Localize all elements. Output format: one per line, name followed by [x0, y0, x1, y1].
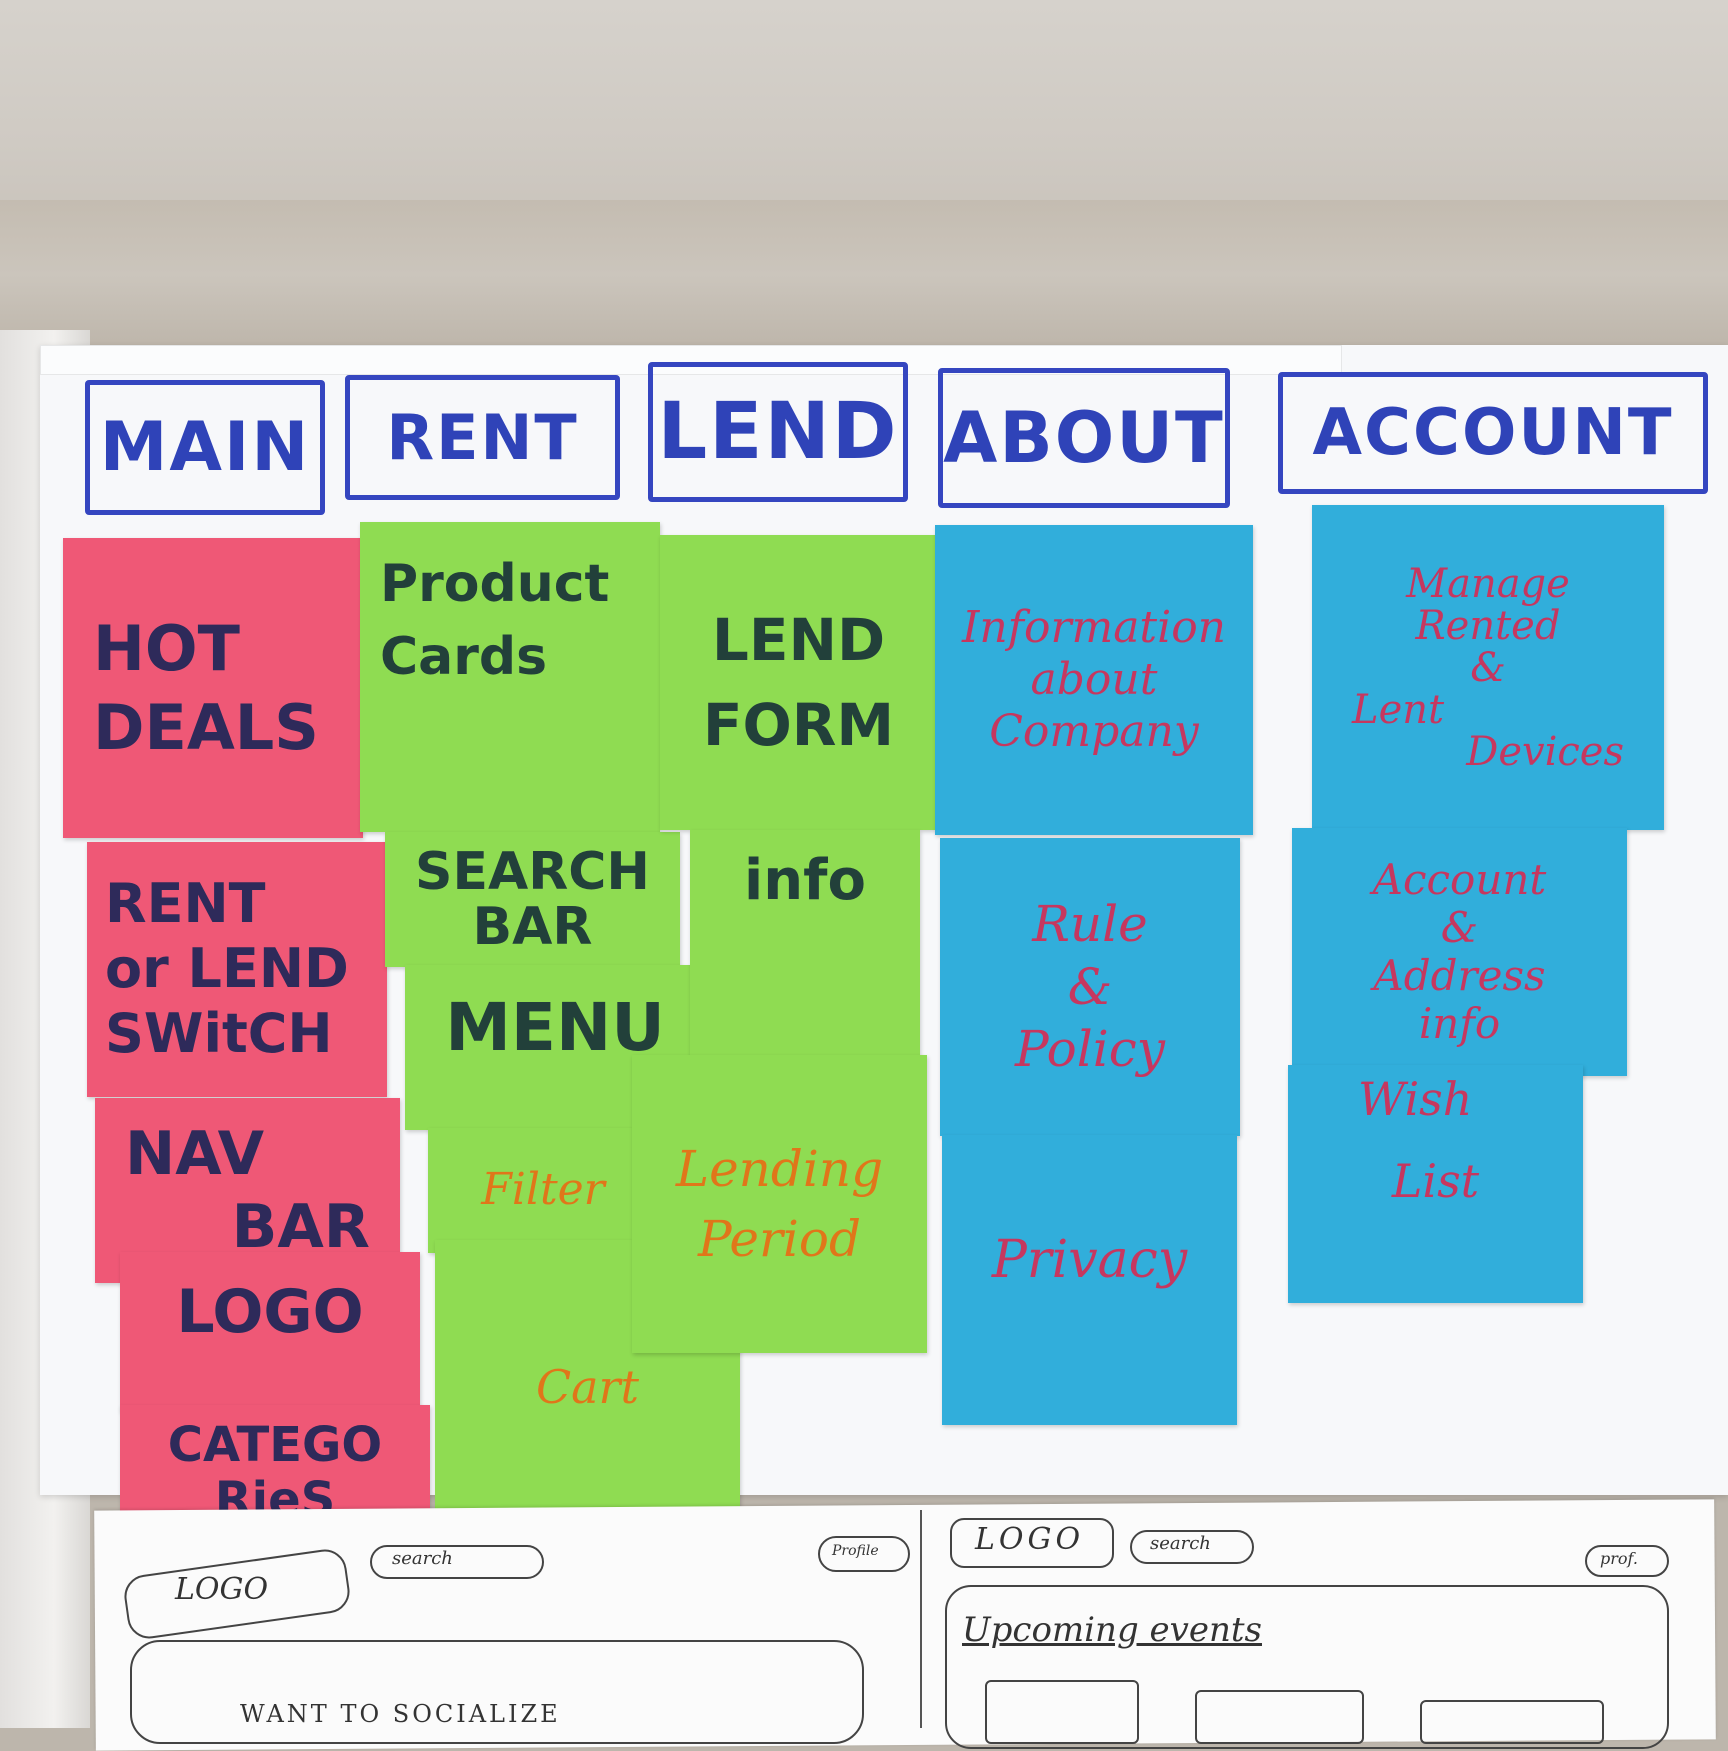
- note-lending-period-line2: Period: [698, 1210, 861, 1268]
- note-logo-text: LOGO: [176, 1276, 364, 1347]
- note-account-line1: Account: [1372, 854, 1547, 904]
- note-info: info: [690, 830, 920, 1060]
- sketch-event-card-2: [1195, 1690, 1364, 1744]
- note-hot-deals-line1: HOT: [93, 611, 240, 685]
- note-switch-line3: SWitCH: [105, 1001, 333, 1065]
- note-search-bar: SEARCH BAR: [385, 832, 680, 967]
- note-hot-deals-line2: DEALS: [93, 691, 319, 764]
- note-menu: MENU: [405, 965, 705, 1130]
- note-nav-bar-line1: NAV: [125, 1118, 265, 1189]
- note-account-address: Account & Address info: [1292, 828, 1627, 1076]
- note-lending-period: Lending Period: [632, 1055, 927, 1353]
- note-manage-line2: Rented: [1415, 602, 1561, 649]
- note-manage-devices: Manage Rented & Lent Devices: [1312, 505, 1664, 830]
- sketch-event-card-3: [1420, 1700, 1604, 1744]
- sketch-right-caption: Upcoming events: [962, 1610, 1262, 1650]
- note-account-line4: info: [1418, 999, 1501, 1049]
- sketch-right-search-box: [1130, 1530, 1254, 1564]
- sketch-right-logo: LOGO: [975, 1522, 1085, 1557]
- header-rent: RENT: [345, 375, 620, 500]
- note-manage-line3: &: [1470, 644, 1506, 691]
- note-information-line3: Company: [989, 706, 1199, 758]
- note-product-cards-line1: Product: [380, 554, 610, 614]
- header-lend: LEND: [648, 362, 908, 502]
- sketch-left-search: search: [392, 1548, 453, 1569]
- sketch-event-card-1: [985, 1680, 1139, 1744]
- header-about: ABOUT: [938, 368, 1230, 508]
- note-rule-policy-line3: Policy: [1015, 1020, 1165, 1079]
- note-switch-line1: RENT: [105, 872, 266, 936]
- note-switch-line2: or LEND: [105, 937, 349, 1001]
- note-wish-list-line2: List: [1391, 1154, 1480, 1209]
- header-main: MAIN: [85, 380, 325, 515]
- note-product-cards-line2: Cards: [380, 626, 548, 687]
- note-wish-list: Wish List: [1288, 1065, 1583, 1303]
- sketch-left-logo: LOGO: [175, 1572, 269, 1607]
- wall-shelf: [0, 200, 1728, 350]
- note-privacy: Privacy: [942, 1135, 1237, 1425]
- note-lending-period-line1: Lending: [675, 1139, 884, 1198]
- sketch-left-caption: WANT TO SOCIALIZE: [240, 1700, 561, 1728]
- note-information-line1: Information: [961, 601, 1227, 653]
- note-privacy-text: Privacy: [991, 1229, 1188, 1290]
- note-hot-deals: HOT DEALS: [63, 538, 363, 838]
- note-rule-policy-line1: Rule: [1032, 895, 1148, 954]
- note-account-line3: Address: [1373, 951, 1546, 1000]
- note-rule-policy: Rule & Policy: [940, 838, 1240, 1136]
- note-info-text: info: [744, 848, 866, 913]
- note-rule-policy-line2: &: [1067, 957, 1113, 1016]
- note-rent-lend-switch: RENT or LEND SWitCH: [87, 842, 387, 1097]
- sketch-left-search-box: [370, 1545, 544, 1579]
- note-product-cards: Product Cards: [360, 522, 660, 832]
- note-information-company: Information about Company: [935, 525, 1253, 835]
- note-search-bar-line2: BAR: [472, 896, 593, 957]
- sketch-left-profile-box: [818, 1536, 910, 1572]
- note-categories-line1: CATEGO: [167, 1417, 383, 1474]
- note-information-line2: about: [1030, 653, 1158, 705]
- note-lend-form: LEND FORM: [660, 535, 937, 830]
- note-filter-text: Filter: [481, 1164, 605, 1216]
- sketch-left-hero-box: [130, 1640, 864, 1744]
- note-account-line2: &: [1440, 902, 1479, 952]
- note-wish-list-line1: Wish: [1358, 1072, 1473, 1126]
- note-manage-line4: Lent: [1352, 686, 1445, 733]
- sketch-right-profile-box: [1585, 1545, 1669, 1577]
- note-nav-bar-line2: BAR: [231, 1191, 370, 1262]
- note-cart-text: Cart: [535, 1360, 640, 1415]
- note-search-bar-line1: SEARCH: [415, 841, 650, 902]
- note-lend-form-line2: FORM: [702, 690, 895, 759]
- note-manage-line1: Manage: [1406, 560, 1570, 607]
- note-logo: LOGO: [120, 1252, 420, 1412]
- sketch-left-profile: Profile: [832, 1543, 879, 1559]
- sketch-divider: [920, 1510, 922, 1728]
- header-account: ACCOUNT: [1278, 372, 1708, 494]
- sketch-right-profile: prof.: [1600, 1549, 1638, 1568]
- note-menu-text: MENU: [445, 988, 665, 1066]
- note-filter: Filter: [428, 1128, 658, 1253]
- note-manage-line5: Devices: [1466, 728, 1624, 775]
- sketch-right-logo-box: [950, 1518, 1114, 1568]
- note-lend-form-line1: LEND: [711, 605, 886, 674]
- sketch-right-search: search: [1150, 1533, 1211, 1554]
